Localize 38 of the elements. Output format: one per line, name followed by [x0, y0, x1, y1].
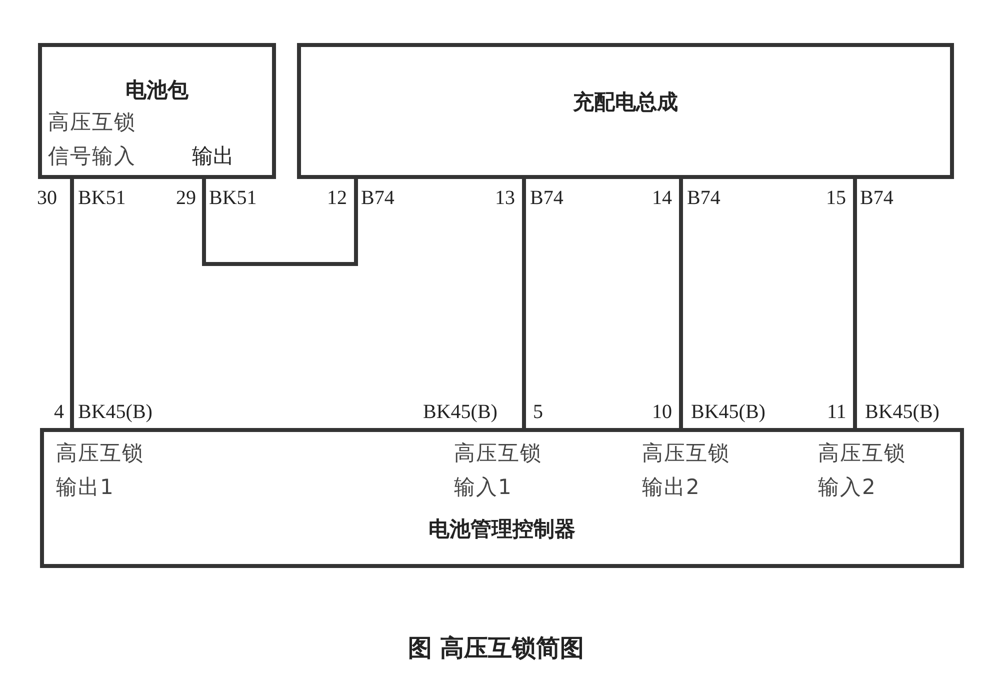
connector-code: B74	[530, 187, 564, 209]
pin-number: 14	[652, 187, 672, 209]
connector-code: BK45(B)	[865, 401, 940, 423]
connector-code: BK51	[78, 187, 126, 209]
component-box	[40, 428, 964, 568]
wire	[202, 179, 358, 266]
port-label: 输出	[192, 143, 234, 170]
wire	[522, 179, 526, 428]
connector-code: B74	[361, 187, 394, 209]
connector-code: B74	[687, 187, 720, 209]
connector-code: BK51	[209, 187, 257, 209]
component-box	[38, 43, 276, 179]
box-title: 电池管理控制器	[428, 516, 576, 543]
connector-code: BK45(B)	[78, 401, 152, 423]
pin-number: 10	[652, 401, 672, 423]
pin-number: 30	[37, 187, 57, 209]
pin-number: 12	[327, 187, 347, 209]
pin-number: 11	[827, 401, 846, 423]
wire	[70, 179, 74, 428]
connector-code: B74	[860, 187, 894, 209]
port-label: 高压互锁输出1	[56, 440, 145, 501]
pin-number: 13	[495, 187, 515, 209]
port-label: 高压互锁输入2	[818, 440, 907, 501]
port-label: 高压互锁输入1	[454, 440, 543, 501]
port-label: 高压互锁输出2	[642, 440, 731, 501]
box-title: 充配电总成	[572, 89, 679, 116]
caption: 图 高压互锁简图	[406, 633, 586, 664]
pin-number: 4	[54, 401, 64, 423]
connector-code: BK45(B)	[423, 401, 498, 423]
pin-number: 29	[176, 187, 196, 209]
pin-number: 5	[533, 401, 543, 423]
box-title: 电池包	[124, 77, 190, 104]
connector-code: BK45(B)	[691, 401, 766, 423]
pin-number: 15	[826, 187, 846, 209]
wire	[853, 179, 857, 428]
port-label: 高压互锁信号输入	[48, 109, 137, 170]
component-box	[297, 43, 954, 179]
wire	[679, 179, 683, 428]
